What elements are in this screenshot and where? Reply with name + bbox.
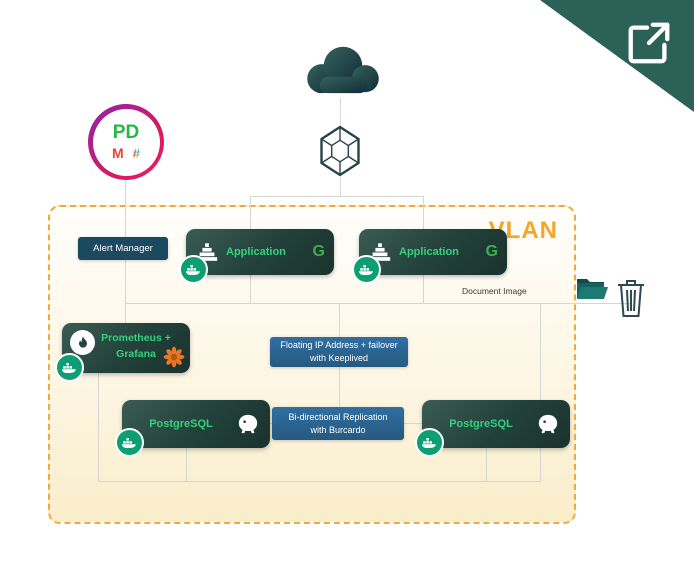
external-alerts-bubble-inner: PD M # (92, 108, 160, 176)
connector-line (339, 367, 340, 407)
document-image-label: Document Image (462, 286, 527, 296)
external-alerts-bubble: PD M # (88, 104, 164, 180)
connector-line (125, 303, 632, 304)
gunicorn-logo: G (312, 243, 325, 260)
docker-whale-icon (115, 428, 144, 457)
connector-line (339, 303, 340, 337)
pagerduty-logo: PD (112, 122, 140, 143)
flame-icon (70, 330, 95, 355)
postgresql-node-1: PostgreSQL (115, 400, 270, 457)
grafana-label: Grafana (116, 347, 156, 360)
connector-line (486, 448, 487, 481)
docker-whale-icon (352, 255, 381, 284)
docker-whale-icon (415, 428, 444, 457)
connector-line (98, 373, 99, 481)
floating-ip-node: Floating IP Address + failover with Keep… (270, 337, 408, 367)
pyramid-icon (195, 242, 219, 262)
slack-icon: # (132, 145, 140, 161)
connector-line (423, 275, 424, 303)
docker-whale-icon (55, 353, 84, 382)
prometheus-grafana-node: Prometheus + Grafana (55, 323, 190, 382)
connector-line (250, 196, 424, 197)
connector-line (540, 304, 541, 481)
postgresql-label: PostgreSQL (149, 418, 213, 430)
connector-line (98, 481, 541, 482)
connector-line (250, 196, 251, 229)
connector-line (186, 448, 187, 481)
application-label: Application (226, 246, 286, 258)
pyramid-icon (368, 242, 392, 262)
cloud-icon (295, 40, 391, 98)
replication-line1: Bi-directional Replication (288, 411, 388, 422)
docker-whale-icon (179, 255, 208, 284)
corner-banner (534, 0, 694, 120)
folder-icon (576, 276, 608, 302)
grafana-flower-icon (163, 346, 185, 368)
replication-node: Bi-directional Replication with Burcardo (272, 407, 404, 440)
floating-ip-line2: with Keeplived (309, 353, 369, 363)
connector-line (404, 423, 422, 424)
bubble-logo-row: M # (112, 145, 140, 161)
elephant-icon (536, 413, 560, 435)
application-node-1: Application G (179, 229, 334, 284)
replication-line2: with Burcardo (310, 424, 366, 435)
gunicorn-logo: G (485, 243, 498, 260)
elephant-icon (236, 413, 260, 435)
connector-line (340, 177, 341, 196)
connector-line (125, 260, 126, 323)
application-node-2: Application G (352, 229, 507, 284)
external-link-icon[interactable] (624, 18, 674, 68)
connector-line (340, 98, 341, 127)
prometheus-label: Prometheus + (101, 332, 171, 344)
application-label: Application (399, 246, 459, 258)
trash-icon (616, 278, 646, 318)
postgresql-node-2: PostgreSQL (415, 400, 570, 457)
alert-manager-node: Alert Manager (78, 237, 168, 260)
connector-line (125, 180, 126, 237)
connector-line (250, 275, 251, 303)
floating-ip-line1: Floating IP Address + failover (280, 340, 398, 351)
postgresql-label: PostgreSQL (449, 418, 513, 430)
gmail-icon: M (112, 145, 124, 161)
connector-line (423, 196, 424, 229)
alert-manager-label: Alert Manager (93, 243, 153, 254)
hexagon-cluster-icon (317, 125, 363, 177)
prometheus-grafana-label: Prometheus + Grafana (98, 331, 174, 363)
